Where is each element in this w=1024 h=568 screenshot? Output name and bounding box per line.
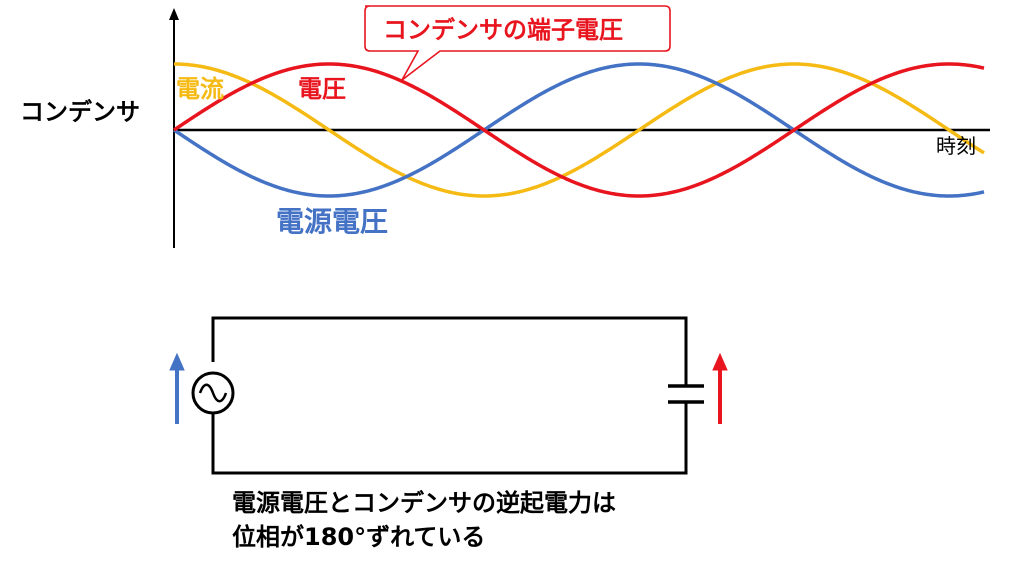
time-axis-label: 時刻 <box>936 134 976 158</box>
current-label: 電流 <box>176 75 224 103</box>
callout: コンデンサの端子電圧 <box>364 5 671 81</box>
capacitor-voltage-label: 電圧 <box>298 75 346 103</box>
source-voltage-wave <box>173 62 985 198</box>
circuit-wire-bottom <box>211 402 688 475</box>
capacitor-voltage-arrow-icon <box>712 352 728 424</box>
ac-sine-glyph <box>198 383 228 403</box>
current-wave <box>173 62 985 198</box>
circuit <box>169 316 728 475</box>
source-voltage-arrow-icon <box>169 352 185 424</box>
capacitor-voltage-wave <box>173 62 985 198</box>
callout-bubble <box>364 5 671 81</box>
caption: 電源電圧とコンデンサの逆起電力は 位相が180°ずれている <box>232 486 616 554</box>
circuit-wire-top <box>211 316 688 386</box>
callout-text: コンデンサの端子電圧 <box>383 16 623 44</box>
y-axis-arrowhead <box>169 8 179 20</box>
caption-line-2: 位相が180°ずれている <box>232 523 486 551</box>
caption-line-1: 電源電圧とコンデンサの逆起電力は <box>232 489 616 517</box>
component-label: コンデンサ <box>20 98 140 126</box>
source-voltage-label: 電源電圧 <box>276 205 388 238</box>
